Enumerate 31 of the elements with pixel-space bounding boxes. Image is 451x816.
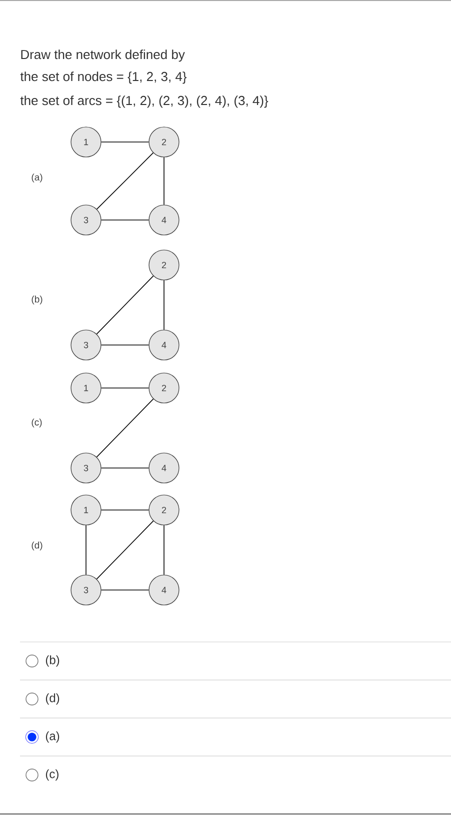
edge — [96, 520, 154, 580]
option-label: (b) — [46, 655, 60, 667]
graph-node: 4 — [148, 574, 180, 606]
option-label: (d) — [46, 693, 60, 705]
graph-node: 4 — [148, 204, 180, 236]
edge — [96, 276, 154, 334]
option-label: (c) — [46, 769, 58, 781]
graph-node: 3 — [70, 452, 102, 484]
graph-label: (d) — [32, 542, 42, 550]
graph-label: (b) — [32, 296, 42, 304]
graph-node: 1 — [70, 494, 102, 526]
edge — [96, 152, 154, 210]
graph-node: 4 — [148, 330, 180, 360]
graph-node: 1 — [70, 372, 102, 404]
question-text: the set of arcs = {(1, 2), (2, 3), (2, 4), (3, 4)} — [20, 96, 268, 108]
graph-label: (a) — [32, 174, 42, 182]
graph-node: 2 — [148, 250, 180, 280]
graph-node: 3 — [70, 574, 102, 606]
edge — [96, 398, 154, 458]
graph-node: 2 — [148, 372, 180, 404]
edge — [100, 344, 150, 346]
graph-node: 2 — [148, 126, 180, 158]
graph-node: 2 — [148, 494, 180, 526]
question-text: the set of nodes = {1, 2, 3, 4} — [20, 72, 187, 84]
question-text: Draw the network defined by — [21, 50, 185, 62]
option-label: (a) — [46, 731, 60, 743]
graph-node: 1 — [70, 126, 102, 158]
graph-node: 3 — [70, 330, 102, 360]
graph-node: 3 — [70, 204, 102, 236]
graph-label: (c) — [32, 418, 42, 428]
graph-node: 4 — [148, 452, 180, 484]
